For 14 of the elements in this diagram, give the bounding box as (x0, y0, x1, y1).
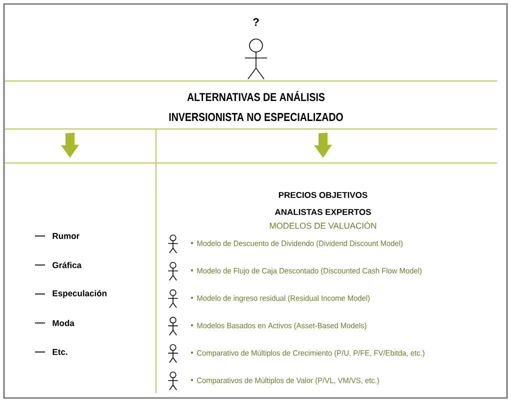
arrow (61, 132, 79, 158)
arrow (314, 132, 332, 158)
list-item: Especulación (34, 290, 106, 298)
question-mark: ? (253, 18, 259, 26)
heading: ALTERNATIVAS DE ANÁLISIS (187, 90, 325, 102)
heading: ANALISTAS EXPERTOS (274, 209, 371, 215)
heading: INVERSIONISTA NO ESPECIALIZADO (169, 112, 343, 122)
person-icon (244, 38, 268, 80)
list-item: Rumor (34, 233, 80, 239)
list-item: Etc. (34, 349, 68, 355)
list-item: Gráfica (34, 262, 82, 268)
subheading: MODELOS DE VALUACIÓN (270, 221, 376, 229)
list-item: Moda (34, 320, 74, 326)
heading: PRECIOS OBJETIVOS (278, 192, 368, 198)
